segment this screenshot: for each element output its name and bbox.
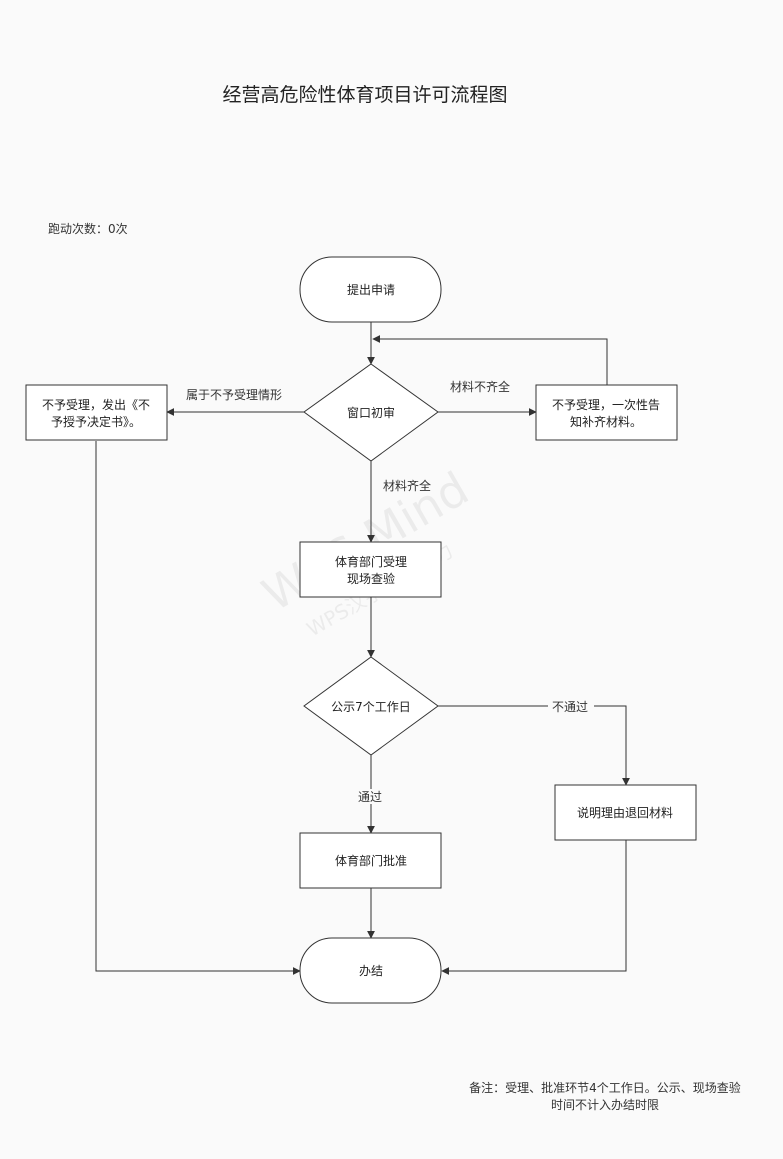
node-approve	[299, 832, 442, 889]
node-reject	[25, 384, 168, 441]
node-notify	[535, 384, 678, 441]
node-end	[299, 937, 442, 1004]
node-notify-label-1: 不予受理，一次性告	[552, 398, 660, 412]
node-approve-label: 体育部门批准	[335, 853, 407, 868]
edge-label-reject: 属于不予受理情形	[186, 388, 282, 402]
edge-label-not-pass: 不通过	[552, 700, 588, 714]
footnote-line-1: 备注：受理、批准环节4个工作日。公示、现场查验	[469, 1081, 741, 1095]
footnote-line-2: 时间不计入办结时限	[550, 1098, 659, 1112]
edge-publicity-to-return	[438, 705, 630, 786]
node-start-label: 提出申请	[347, 282, 395, 297]
node-end-label: 办结	[359, 963, 383, 978]
node-start	[299, 256, 442, 323]
node-publicity	[303, 656, 439, 756]
node-reject-label-2: 予授予决定书》。	[51, 414, 141, 429]
edge-label-incomplete: 材料不齐全	[450, 379, 510, 394]
edge-reject-to-end	[95, 441, 301, 975]
footnote: 备注：受理、批准环节4个工作日。公示、现场查验 时间不计入办结时限	[440, 1080, 770, 1114]
node-accept-label-2: 现场查验	[347, 571, 395, 586]
node-accept	[299, 541, 442, 598]
node-return-label: 说明理由退回材料	[577, 805, 673, 820]
page-title: 经营高危险性体育项目许可流程图	[222, 84, 508, 106]
node-publicity-label: 公示7个工作日	[331, 700, 411, 714]
edge-label-pass: 通过	[358, 790, 382, 804]
node-window-review-label: 窗口初审	[347, 405, 395, 420]
node-accept-label-1: 体育部门受理	[335, 554, 407, 569]
node-return	[554, 784, 697, 841]
edge-label-complete: 材料齐全	[383, 478, 431, 493]
edge-notify-back	[372, 335, 608, 385]
edge-return-to-end	[441, 840, 627, 975]
node-window-review	[303, 363, 439, 462]
node-notify-label-2: 知补齐材料。	[570, 414, 642, 429]
runs-count-label: 跑动次数：0次	[48, 222, 128, 236]
node-reject-label-1: 不予受理，发出《不	[42, 397, 150, 412]
